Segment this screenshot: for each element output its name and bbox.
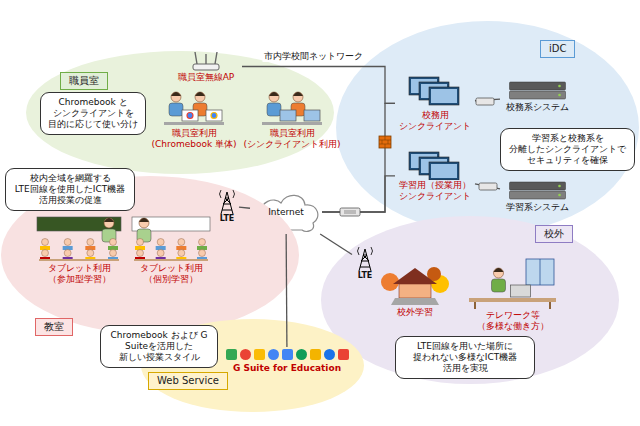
- callout-text: Chromebook および G Suiteを活用した 新しい授業スタイル: [106, 330, 212, 363]
- network-line: [322, 103, 395, 212]
- region-label-box: Web Service: [148, 372, 228, 390]
- node-label: LTE: [215, 214, 239, 224]
- service-icon: G Suite for Education: [222, 347, 352, 374]
- region-ellipse: Web ServiceG Suite for EducationChromebo…: [140, 318, 365, 413]
- network-devices: [340, 98, 497, 216]
- temple-icon: [380, 262, 450, 307]
- network-line: [242, 66, 395, 103]
- class2-icon: [130, 215, 212, 263]
- region-ellipse: iDC校務用 シンクライアント校務系システム学習用（授業用） シンクライアント学…: [335, 20, 640, 235]
- device-illustration: タブレット利用 （個別学習）: [130, 215, 212, 285]
- callout-box: 学習系と校務系を 分離したシンクライアントで セキュリティを確保: [500, 128, 635, 171]
- callout-text: 学習系と校務系を 分離したシンクライアントで セキュリティを確保: [506, 133, 629, 166]
- telework-icon: [465, 255, 560, 310]
- edge-label: 市内学校間ネットワーク: [262, 51, 365, 62]
- ap-icon: [170, 50, 242, 72]
- device-illustration: 校務用 シンクライアント: [395, 75, 475, 132]
- network-line: [239, 207, 250, 208]
- switch-icon: [340, 208, 360, 216]
- callout-box: 校内全域を網羅する LTE回線を使用したICT機器 活用授業の促進: [5, 168, 135, 211]
- node-label: 校務用 シンクライアント: [395, 110, 475, 132]
- region-label: iDC: [540, 40, 575, 58]
- network-line: [320, 234, 352, 255]
- firewall-icon: [379, 136, 391, 148]
- region-label: 校外: [535, 225, 573, 243]
- region-label-box: 校外: [535, 225, 573, 243]
- network-line: [285, 234, 287, 347]
- lte-tower: LTE: [352, 245, 378, 281]
- monitors-icon: [395, 75, 475, 110]
- monitors-icon: [395, 150, 475, 180]
- callout-text: Chromebook と シンクライアントを 目的に応じて使い分け: [46, 97, 140, 130]
- people-icon: [242, 88, 342, 128]
- node-label: G Suite for Education: [222, 363, 352, 374]
- device-illustration: テレワーク等 （多様な働き方）: [465, 255, 560, 332]
- callout-box: Chromebook と シンクライアントを 目的に応じて使い分け: [40, 92, 146, 135]
- node-label: LTE: [352, 271, 378, 281]
- tower-icon: [215, 188, 239, 214]
- device-illustration: 職員室利用 (Chromebook 単体): [150, 88, 238, 150]
- callout-box: Chromebook および G Suiteを活用した 新しい授業スタイル: [100, 325, 218, 368]
- connector-group: [239, 66, 500, 347]
- node-label: 職員室無線AP: [170, 72, 242, 83]
- callout-text: LTE回線を用いた場所に 捉われない多様なICT機器 活用を実現: [401, 341, 529, 374]
- cloud-label: Internet: [268, 207, 304, 218]
- device-illustration: 学習用（授業用） シンクライアント: [395, 150, 475, 202]
- region-ellipse: 職員室 職員室無線AP Chromebook と シンクライアントを 目的に応じて使…: [25, 50, 335, 175]
- server-icon: [500, 180, 575, 202]
- people-icon: [150, 88, 238, 128]
- tower-icon: [352, 245, 378, 271]
- region-label-box: iDC: [540, 40, 575, 58]
- network-line: [475, 184, 500, 189]
- region-ellipse: 校外 LTE 校外学習 テレワーク等 （多様な働き方） LTE回線を用いた場所に 捉われ…: [320, 215, 620, 385]
- device-illustration: 校外学習: [380, 262, 450, 318]
- node-label: 職員室利用 (シンクライアント利用): [242, 128, 342, 150]
- network-line: [475, 99, 500, 101]
- node-label: 学習系システム: [500, 202, 575, 213]
- region-ellipse: 教室 校内全域を網羅する LTE回線を使用したICT機器 活用授業の促進 LTE タブ…: [0, 175, 300, 335]
- node-label: 職員室利用 (Chromebook 単体): [150, 128, 238, 150]
- device-illustration: 校務系システム: [500, 80, 575, 113]
- class-icon: [35, 215, 123, 263]
- node-label: テレワーク等 （多様な働き方）: [465, 310, 560, 332]
- node-label: 学習用（授業用） シンクライアント: [395, 180, 475, 202]
- gsuite-icons: [222, 347, 352, 363]
- lte-tower: LTE: [215, 188, 239, 224]
- node-label: 校務系システム: [500, 102, 575, 113]
- edge-label-box: 市内学校間ネットワーク: [262, 51, 365, 62]
- device-illustration: 職員室利用 (シンクライアント利用): [242, 88, 342, 150]
- device-illustration: 職員室無線AP: [170, 50, 242, 83]
- switch-icon: [476, 98, 494, 105]
- region-label: 教室: [35, 318, 73, 336]
- device-illustration: 学習系システム: [500, 180, 575, 213]
- region-label-box: 教室: [35, 318, 73, 336]
- region-label: 職員室: [60, 72, 108, 90]
- callout-text: 校内全域を網羅する LTE回線を使用したICT機器 活用授業の促進: [11, 173, 129, 206]
- switch-icon: [479, 183, 497, 190]
- callout-box: LTE回線を用いた場所に 捉われない多様なICT機器 活用を実現: [395, 336, 535, 379]
- server-icon: [500, 80, 575, 102]
- node-label: タブレット利用 （個別学習）: [130, 263, 212, 285]
- device-illustration: タブレット利用 （参加型学習）: [35, 215, 123, 285]
- network-line: [322, 176, 395, 212]
- region-label: Web Service: [148, 372, 228, 390]
- node-label: タブレット利用 （参加型学習）: [35, 263, 123, 285]
- region-label-box: 職員室: [60, 72, 108, 90]
- node-label: 校外学習: [380, 307, 450, 318]
